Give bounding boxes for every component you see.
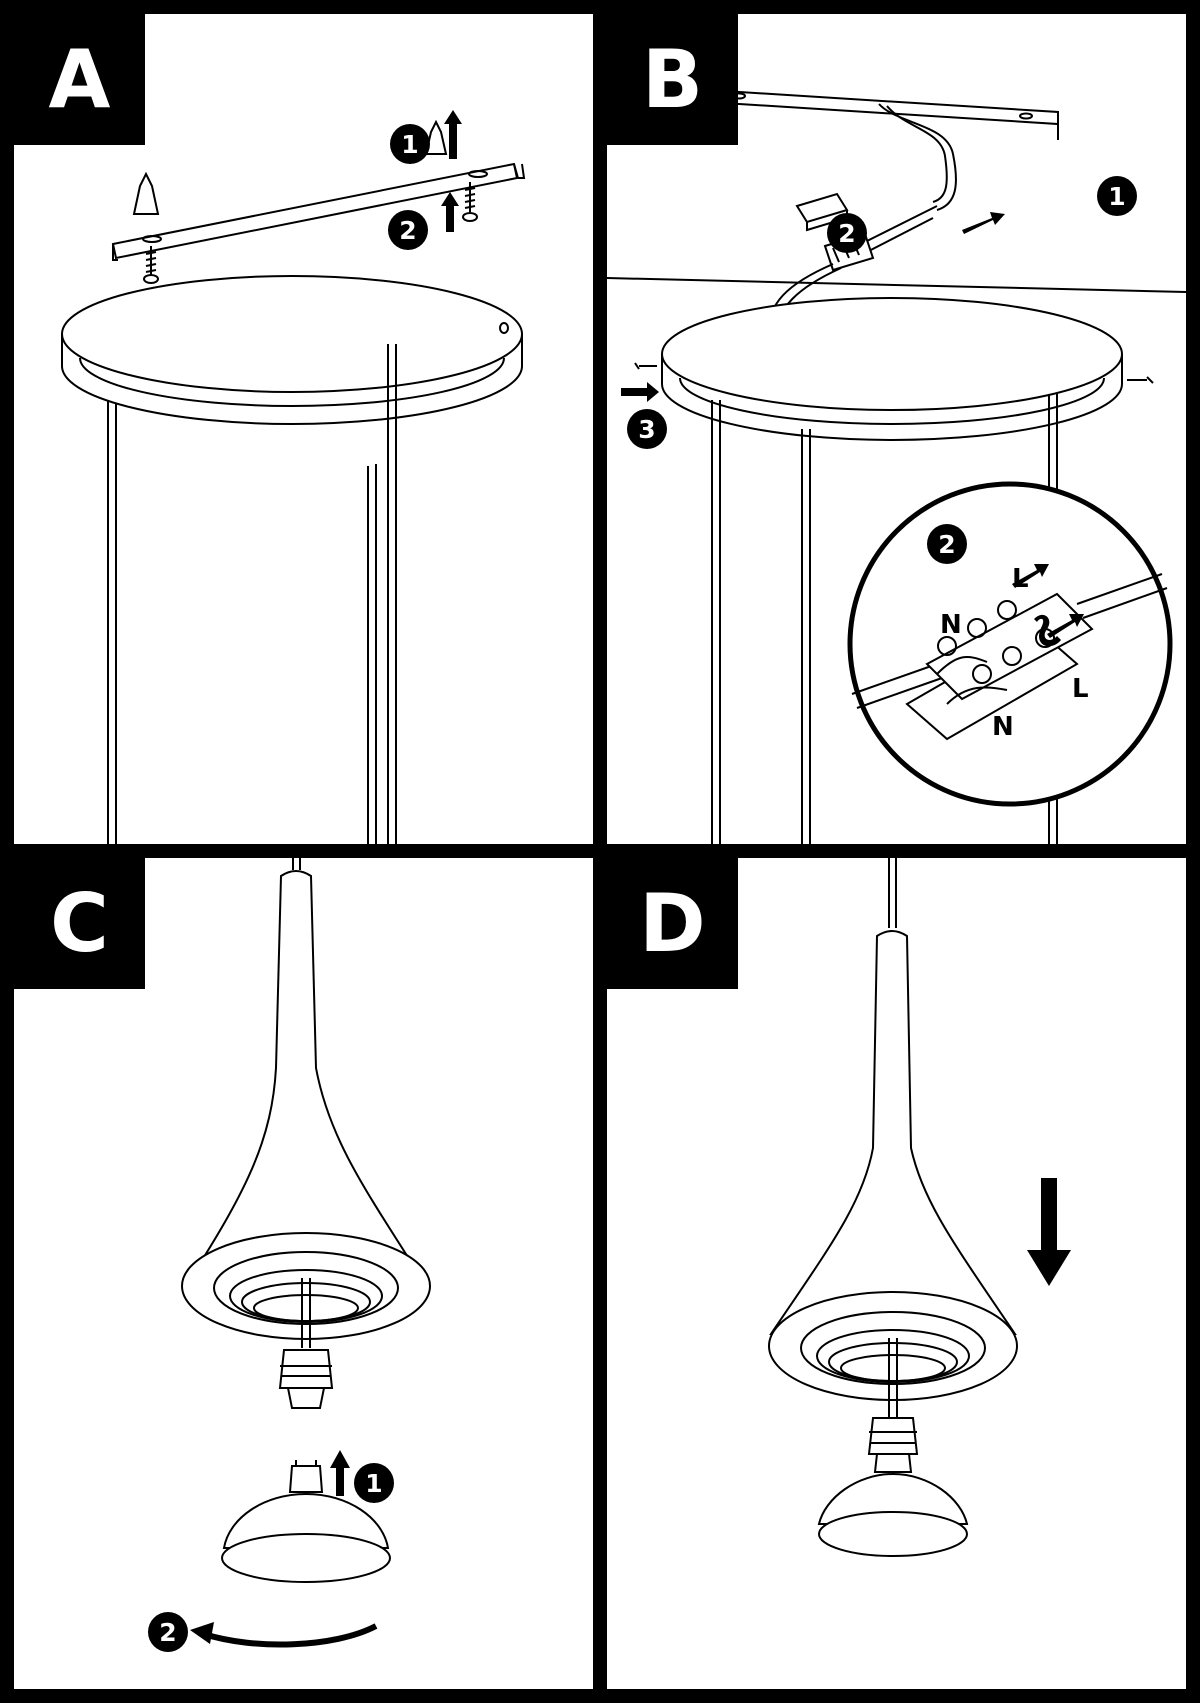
- step-d-panel: D: [607, 858, 1186, 1689]
- step-c-panel: C 1 2: [14, 858, 593, 1689]
- step-b-panel: B 1 2 3 2 L N L N: [607, 14, 1186, 844]
- step-d-illustration: [768, 858, 1071, 1557]
- step-b-marker-1: 1: [1097, 176, 1137, 216]
- step-c-marker-1: 1: [354, 1463, 394, 1503]
- step-a-marker-2: 2: [388, 210, 428, 250]
- detail-neutral-label-left: N: [940, 610, 962, 640]
- step-c-label: C: [14, 858, 145, 989]
- step-b-detail-marker-2: 2: [927, 524, 967, 564]
- detail-live-label-top: L: [1012, 564, 1029, 594]
- step-b-illustration: [607, 88, 1186, 844]
- step-b-label: B: [607, 14, 738, 145]
- step-c-illustration: [181, 858, 431, 1648]
- detail-live-label-bottom: L: [1072, 674, 1089, 704]
- step-a-panel: A 1 2: [14, 14, 593, 844]
- step-d-label: D: [607, 858, 738, 989]
- step-a-label: A: [14, 14, 145, 145]
- detail-neutral-label-bottom: N: [992, 712, 1014, 742]
- step-a-marker-1: 1: [390, 124, 430, 164]
- step-b-marker-3: 3: [627, 409, 667, 449]
- step-a-illustration: [61, 110, 526, 844]
- step-c-marker-2: 2: [148, 1612, 188, 1652]
- step-b-marker-2: 2: [827, 213, 867, 253]
